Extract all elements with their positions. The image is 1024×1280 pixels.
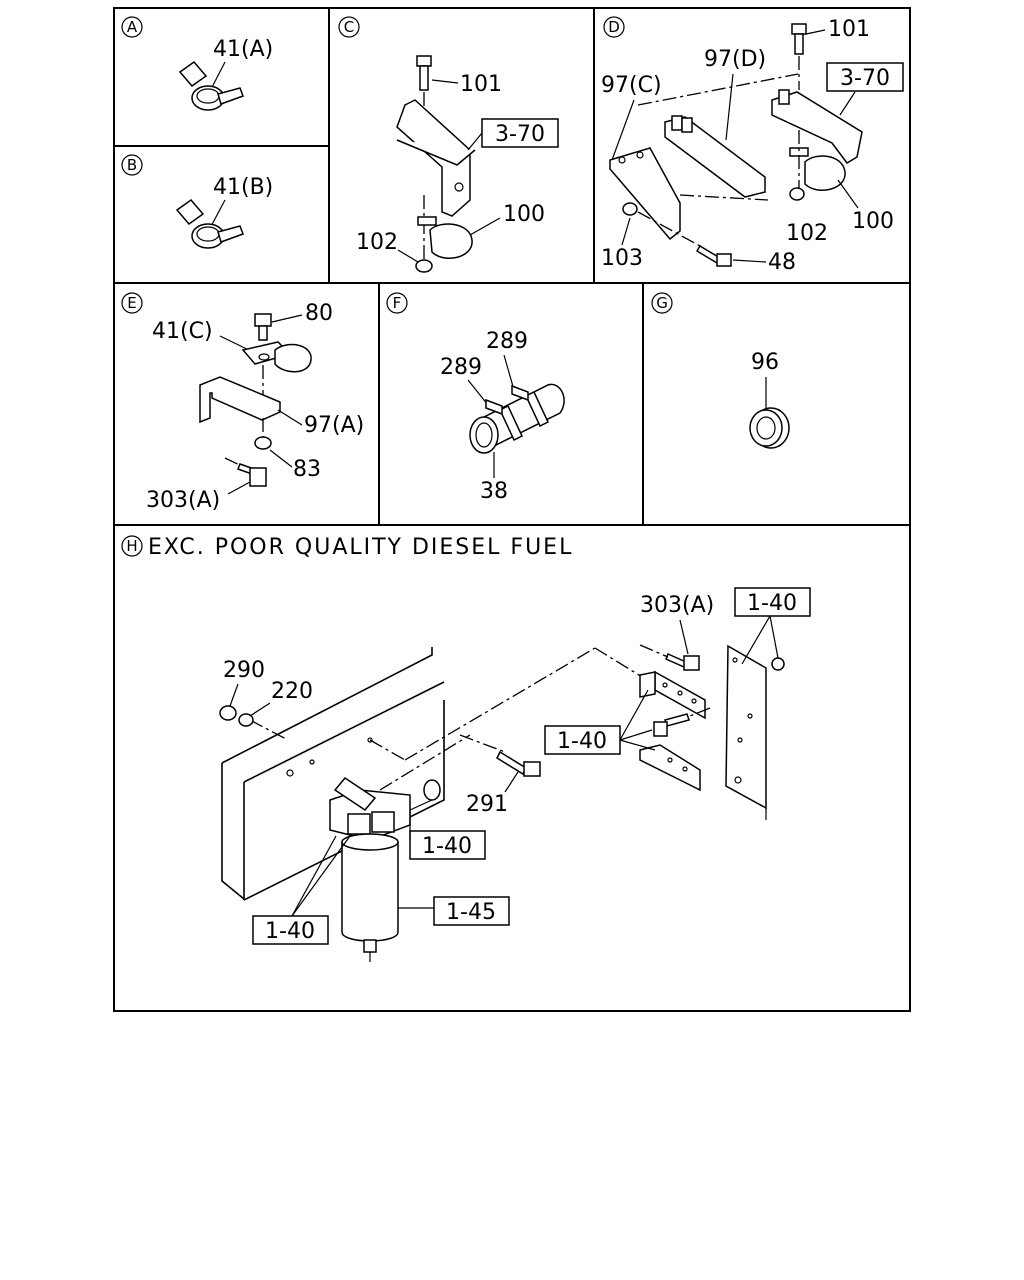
hose-clamp-41a — [178, 60, 244, 111]
label-97d: 97(D) — [704, 47, 766, 72]
bracket-97c — [609, 147, 681, 241]
label-101: 101 — [460, 72, 502, 97]
svg-text:C: C — [344, 18, 354, 36]
svg-text:E: E — [127, 294, 136, 312]
clip-41c — [241, 341, 312, 373]
svg-text:H: H — [126, 537, 137, 555]
clamp-289-left — [485, 398, 523, 442]
ref-1-40-mid: 1-40 — [557, 729, 607, 754]
bracket-97d — [664, 115, 766, 198]
bolt-291 — [496, 750, 541, 777]
label-220: 220 — [271, 679, 313, 704]
bracket-97a — [199, 376, 281, 424]
label-101-d: 101 — [828, 17, 870, 42]
label-103: 103 — [601, 246, 643, 271]
label-83: 83 — [293, 457, 321, 482]
nut-290 — [219, 705, 237, 721]
label-38: 38 — [480, 479, 508, 504]
upper-bracket — [639, 670, 706, 720]
panel-h: H EXC. POOR QUALITY DIESEL FUEL 290 — [121, 535, 811, 962]
label-100: 100 — [503, 202, 545, 227]
svg-text:F: F — [393, 294, 402, 312]
bolt-lower — [653, 713, 690, 737]
label-80: 80 — [305, 301, 333, 326]
ref-box-1-40-bottom — [252, 915, 329, 945]
panel-letter-b: B — [121, 154, 143, 176]
ref-box-3-70 — [481, 118, 559, 148]
bolt-101 — [416, 55, 432, 91]
frame-rail — [221, 647, 445, 901]
panel-grid — [113, 7, 911, 1012]
label-290: 290 — [223, 658, 265, 683]
label-289-right: 289 — [486, 329, 528, 354]
lower-bracket — [639, 744, 701, 792]
hose-clamp-41b — [175, 198, 244, 249]
label-97c: 97(C) — [601, 73, 662, 98]
svg-text:A: A — [127, 18, 138, 36]
clip-100-d — [789, 147, 846, 191]
clip-100 — [417, 216, 473, 259]
ref-box-1-45 — [433, 896, 510, 926]
label-41b: 41(B) — [213, 175, 273, 200]
ref-box-3-70-d — [826, 62, 904, 92]
nut-102-d — [789, 187, 805, 201]
nut-83 — [254, 436, 272, 450]
panel-letter-c: C — [338, 16, 360, 38]
ref-box-1-40-top — [734, 587, 811, 617]
panel-a: A 41(A) — [121, 16, 273, 111]
bracket-3-70-d — [771, 89, 863, 164]
panel-f: F 289 289 38 — [386, 292, 565, 504]
panel-letter-h: H — [121, 535, 143, 557]
label-96: 96 — [751, 350, 779, 375]
nut-103 — [622, 202, 638, 216]
hose-38 — [469, 383, 565, 454]
ref-1-45: 1-45 — [446, 900, 496, 925]
nut-plate — [771, 657, 785, 671]
label-102-d: 102 — [786, 221, 828, 246]
ref-1-40-bottom: 1-40 — [265, 919, 315, 944]
ref-1-40-filter: 1-40 — [422, 834, 472, 859]
label-41c: 41(C) — [152, 319, 213, 344]
svg-text:G: G — [656, 294, 668, 312]
panel-h-title: EXC. POOR QUALITY DIESEL FUEL — [148, 535, 573, 560]
panel-letter-g: G — [651, 292, 673, 314]
panel-b: B 41(B) — [121, 154, 273, 249]
bracket-3-70 — [396, 99, 476, 217]
clamp-289-right — [511, 384, 549, 428]
bolt-101-d — [791, 23, 807, 55]
nut-102 — [415, 259, 433, 273]
panel-d: D 101 97(D) 97(C) 3-70 — [601, 16, 904, 275]
label-100-d: 100 — [852, 209, 894, 234]
mounting-plate — [725, 644, 767, 820]
panel-c: C 101 3-70 100 102 — [338, 16, 559, 273]
label-48: 48 — [768, 250, 796, 275]
label-303a-e: 303(A) — [146, 488, 220, 513]
ref-3-70: 3-70 — [495, 122, 545, 147]
panel-letter-e: E — [121, 292, 143, 314]
svg-text:B: B — [127, 156, 137, 174]
bolt-303a-h — [665, 652, 700, 671]
panel-letter-a: A — [121, 16, 143, 38]
label-102: 102 — [356, 230, 398, 255]
washer-220 — [238, 713, 254, 727]
ref-1-40-top: 1-40 — [747, 591, 797, 616]
fuel-filter-element — [341, 833, 399, 962]
bolt-303a-e — [237, 463, 267, 487]
label-41a: 41(A) — [213, 37, 273, 62]
grommet-96 — [749, 407, 790, 449]
label-97a: 97(A) — [304, 413, 364, 438]
ref-box-1-40-filter — [409, 830, 486, 860]
label-303a-h: 303(A) — [640, 593, 714, 618]
bolt-80 — [254, 313, 272, 341]
panel-letter-f: F — [386, 292, 408, 314]
label-291: 291 — [466, 792, 508, 817]
bolt-48 — [695, 244, 732, 267]
ref-3-70-d: 3-70 — [840, 66, 890, 91]
panel-e: E 41(C) 80 97(A) 83 303(A) — [121, 292, 364, 513]
panel-letter-d: D — [603, 16, 625, 38]
label-289-left: 289 — [440, 355, 482, 380]
panel-g: G 96 — [651, 292, 790, 449]
svg-text:D: D — [608, 18, 620, 36]
